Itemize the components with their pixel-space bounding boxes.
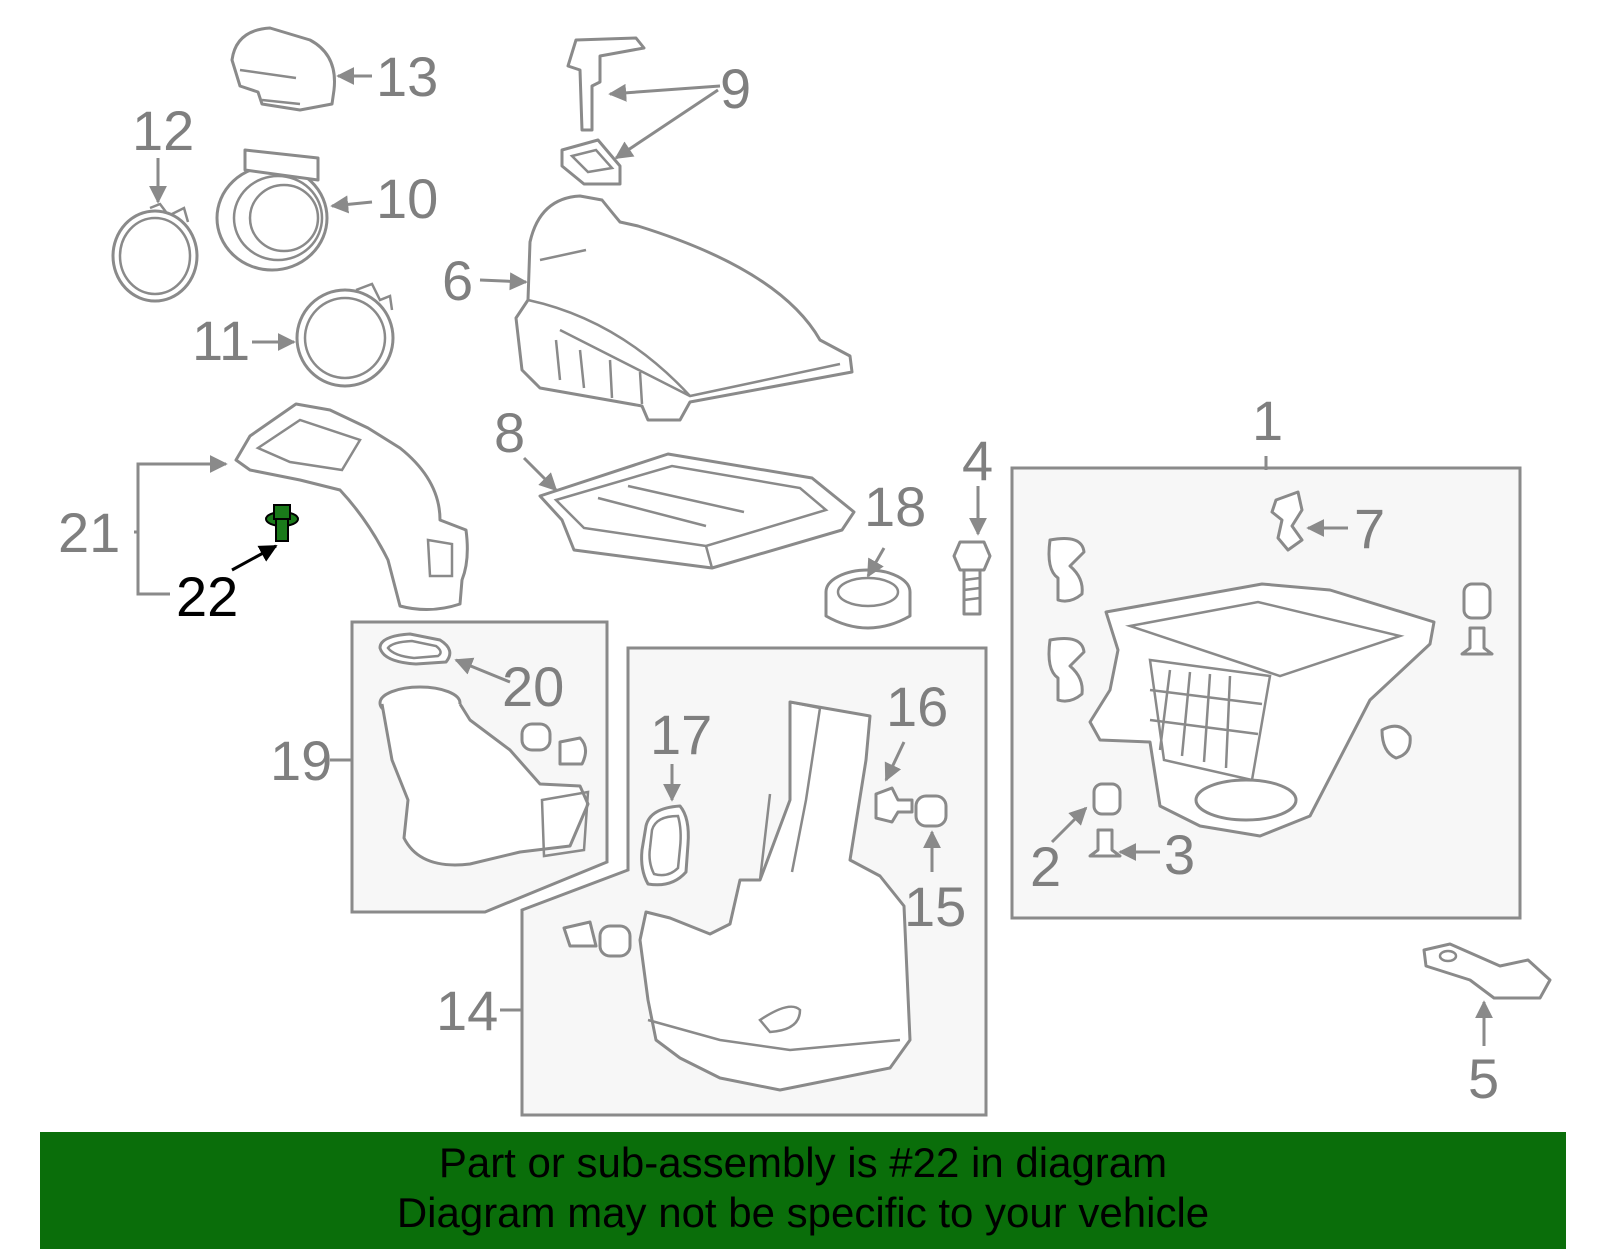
callout-labels: 1 2 3 4 5 6 7 8 9 10 11 12 13 14 15 16 1… [58,45,1499,1110]
part-7-shape[interactable] [1270,490,1304,552]
callout-6: 6 [442,249,473,312]
part-12-shape[interactable] [111,202,199,303]
callout-22: 22 [176,565,238,628]
part-5-shape[interactable] [1422,942,1552,1000]
part-15-shape[interactable] [914,794,948,828]
callout-16: 16 [886,675,948,738]
callout-15: 15 [904,875,966,938]
part-14-shape[interactable] [562,700,912,1092]
part-18-shape[interactable] [824,568,912,630]
callout-9: 9 [720,57,751,120]
callout-8: 8 [494,401,525,464]
banner-line-2: Diagram may not be specific to your vehi… [396,1189,1210,1236]
callout-14: 14 [436,979,498,1042]
part-9-shape[interactable] [560,36,646,186]
callout-10: 10 [376,167,438,230]
part-8-shape[interactable] [538,452,856,570]
banner-line-1: Part or sub-assembly is #22 in diagram [438,1139,1168,1186]
callout-20: 20 [502,655,564,718]
callout-13: 13 [376,45,438,108]
part-19-shape[interactable] [378,685,590,867]
info-banner: Part or sub-assembly is #22 in diagram D… [40,1132,1566,1249]
part-16-shape[interactable] [874,786,914,824]
callout-12: 12 [132,99,194,162]
part-6-shape[interactable] [514,194,854,422]
callout-18: 18 [864,475,926,538]
callout-11: 11 [192,309,250,372]
part-21-shape[interactable] [234,402,469,611]
callout-7: 7 [1354,497,1385,560]
leader-lines [134,67,1493,1046]
callout-1: 1 [1252,389,1283,452]
callout-4: 4 [962,429,993,492]
part-11-shape[interactable] [295,282,395,388]
callout-3: 3 [1164,823,1195,886]
callout-5: 5 [1468,1047,1499,1110]
part-20-shape[interactable] [378,632,452,666]
part-1-shape[interactable] [1047,537,1494,858]
part-22-shape[interactable] [265,504,299,542]
part-4-shape[interactable] [952,540,992,616]
part-17-shape[interactable] [640,804,690,887]
callout-17: 17 [650,703,712,766]
part-10-shape[interactable] [215,148,329,272]
callout-2: 2 [1030,835,1061,898]
callout-19: 19 [270,729,332,792]
part-13-shape[interactable] [230,26,336,112]
callout-21: 21 [58,501,120,564]
